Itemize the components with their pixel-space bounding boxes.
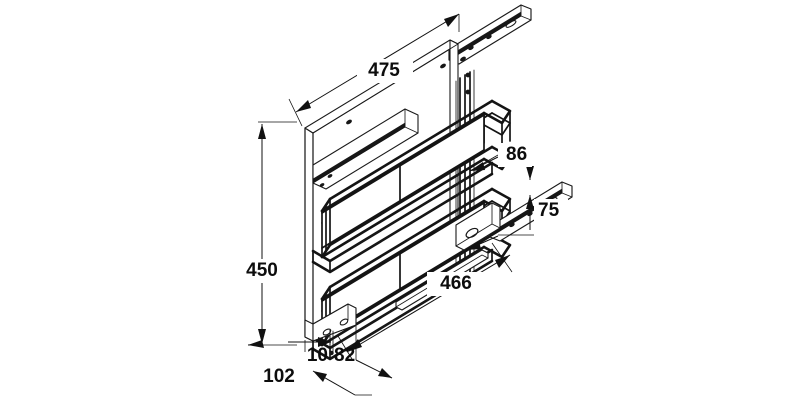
dimension-label-10: 10 bbox=[307, 345, 328, 366]
dimension-10: 10 bbox=[288, 330, 331, 366]
dimension-label-102: 102 bbox=[263, 366, 295, 387]
dimension-label-475: 475 bbox=[368, 60, 400, 81]
dimension-label-450: 450 bbox=[246, 260, 278, 281]
dimension-label-75: 75 bbox=[538, 200, 560, 221]
dimension-75: 75 bbox=[465, 195, 568, 251]
front-carrier-profile bbox=[312, 108, 419, 190]
dimension-475: 475 bbox=[288, 13, 460, 127]
upper-basket bbox=[311, 99, 512, 274]
dimension-450: 450 bbox=[234, 121, 297, 348]
dimension-102: 102 bbox=[263, 366, 372, 396]
bottom-bracket bbox=[304, 303, 357, 356]
dimension-label-86: 86 bbox=[506, 144, 527, 165]
rail-coupling-block bbox=[455, 202, 501, 251]
dimension-466: 466 bbox=[337, 242, 513, 360]
dimension-label-82: 82 bbox=[334, 345, 355, 366]
dimension-86: 86 bbox=[469, 143, 534, 180]
dimension-82: 82 bbox=[334, 326, 393, 379]
upper-slide-rail bbox=[448, 4, 532, 65]
dimension-label-466: 466 bbox=[440, 273, 472, 294]
